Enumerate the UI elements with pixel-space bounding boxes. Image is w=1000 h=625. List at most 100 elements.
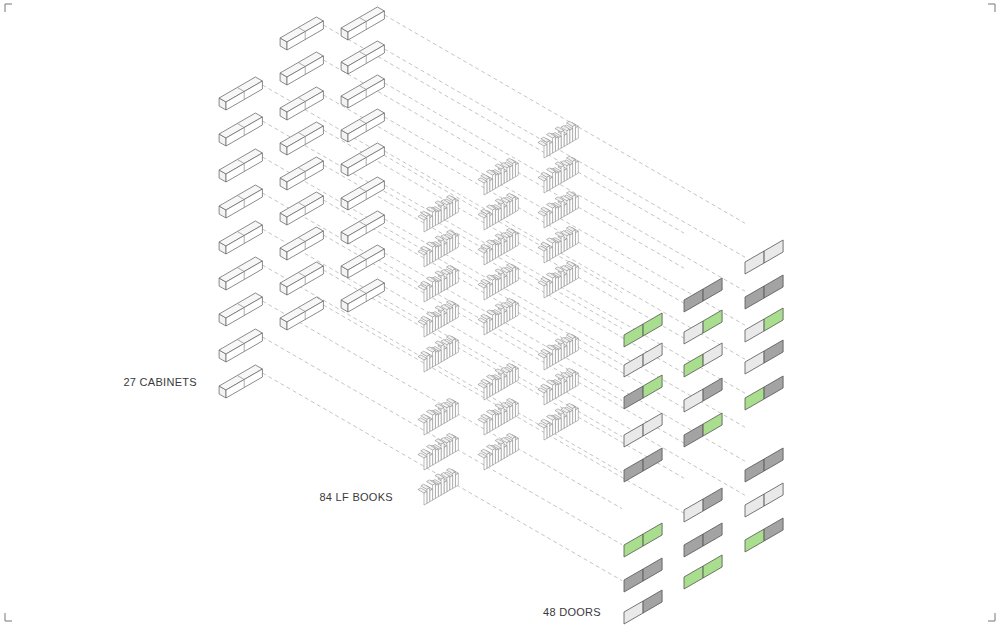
book-spine	[435, 246, 438, 261]
cabinet-divider	[237, 160, 244, 172]
book-spine	[447, 203, 450, 219]
door-leaf	[745, 529, 764, 552]
book-spine	[498, 208, 501, 222]
book-spine	[564, 204, 567, 217]
door-leaf	[643, 523, 662, 546]
book-spine	[424, 491, 427, 505]
crop-mark	[5, 4, 12, 12]
projection-line	[262, 193, 622, 401]
door-pair	[684, 378, 722, 412]
projection-line	[262, 229, 622, 437]
book-spine	[510, 371, 513, 386]
cabinet-divider	[359, 256, 366, 268]
projection-line	[262, 157, 622, 365]
door-leaf	[643, 313, 662, 336]
book-spine	[427, 320, 430, 336]
book-spine	[424, 288, 427, 302]
projection-line	[384, 287, 745, 495]
book-spine	[498, 313, 501, 327]
book-spine	[441, 477, 444, 495]
book-spine	[504, 206, 507, 219]
cabinet-face	[348, 181, 384, 210]
cabinet-face	[287, 91, 323, 120]
cabinet	[219, 149, 262, 182]
book-spine	[575, 161, 578, 175]
quantity-label: 84 LF BOOKS	[319, 491, 393, 504]
book-spine	[501, 307, 504, 325]
book-spine	[561, 342, 564, 360]
book-group	[538, 226, 578, 263]
door-leaf	[764, 518, 783, 541]
book-spine	[435, 414, 438, 429]
projection-line	[323, 200, 684, 408]
door-pair	[745, 340, 783, 374]
book-spine	[427, 215, 430, 231]
book-spine	[558, 383, 561, 397]
book-spine	[453, 269, 456, 286]
book-spine	[495, 244, 498, 259]
projection-line	[384, 219, 745, 427]
book-spine	[510, 236, 513, 251]
book-spine	[447, 406, 450, 422]
cabinet-face	[287, 231, 323, 260]
projection-line	[262, 265, 622, 473]
cabinet-stack	[219, 7, 384, 398]
book-spine	[544, 179, 547, 193]
book-group	[418, 300, 458, 337]
door-leaf	[745, 459, 764, 482]
book-spine	[490, 454, 493, 467]
door-pair	[745, 308, 783, 342]
book-spine	[487, 318, 490, 334]
book-spine	[547, 141, 550, 157]
door-leaf	[643, 375, 662, 398]
book-spine	[575, 373, 578, 387]
book-group	[418, 195, 458, 232]
book-spine	[544, 249, 547, 263]
book-spine	[573, 125, 576, 142]
book-group	[538, 191, 578, 228]
book-spine	[438, 280, 441, 294]
book-spine	[441, 239, 444, 257]
door-leaf	[745, 319, 764, 342]
book-spine	[444, 313, 447, 326]
book-spine	[498, 448, 501, 462]
book-spine	[487, 213, 490, 229]
book-spine	[455, 473, 458, 487]
projection-line	[384, 49, 745, 257]
cabinet-face	[226, 117, 262, 146]
book-spine	[564, 134, 567, 147]
book-spine	[450, 406, 453, 421]
book-spine	[493, 413, 496, 430]
door-leaf	[745, 251, 764, 274]
book-group	[538, 156, 578, 193]
book-spine	[573, 230, 576, 247]
book-spine	[455, 305, 458, 319]
door-leaf	[703, 378, 722, 401]
book-spine	[510, 166, 513, 181]
book-spine	[433, 210, 436, 227]
book-spine	[547, 423, 550, 439]
book-spine	[450, 203, 453, 218]
book-spine	[513, 302, 516, 319]
cabinet-divider	[359, 154, 366, 166]
book-spine	[430, 251, 433, 264]
cabinet	[219, 113, 262, 146]
book-group	[478, 363, 518, 400]
book-spine	[555, 242, 558, 257]
book-spine	[558, 241, 561, 255]
book-spine	[498, 243, 501, 257]
cabinet	[341, 279, 384, 312]
cabinet	[280, 122, 323, 155]
book-group	[478, 263, 518, 300]
door-leaf	[764, 308, 783, 331]
door-leaf	[764, 376, 783, 399]
book-spine	[433, 280, 436, 297]
projection-line	[323, 60, 684, 268]
book-spine	[433, 245, 436, 262]
door-pair	[684, 413, 722, 447]
book-spine	[484, 456, 487, 470]
book-spine	[453, 234, 456, 251]
book-spine	[507, 306, 510, 322]
cabinet-divider	[359, 290, 366, 302]
book-spine	[515, 198, 518, 212]
